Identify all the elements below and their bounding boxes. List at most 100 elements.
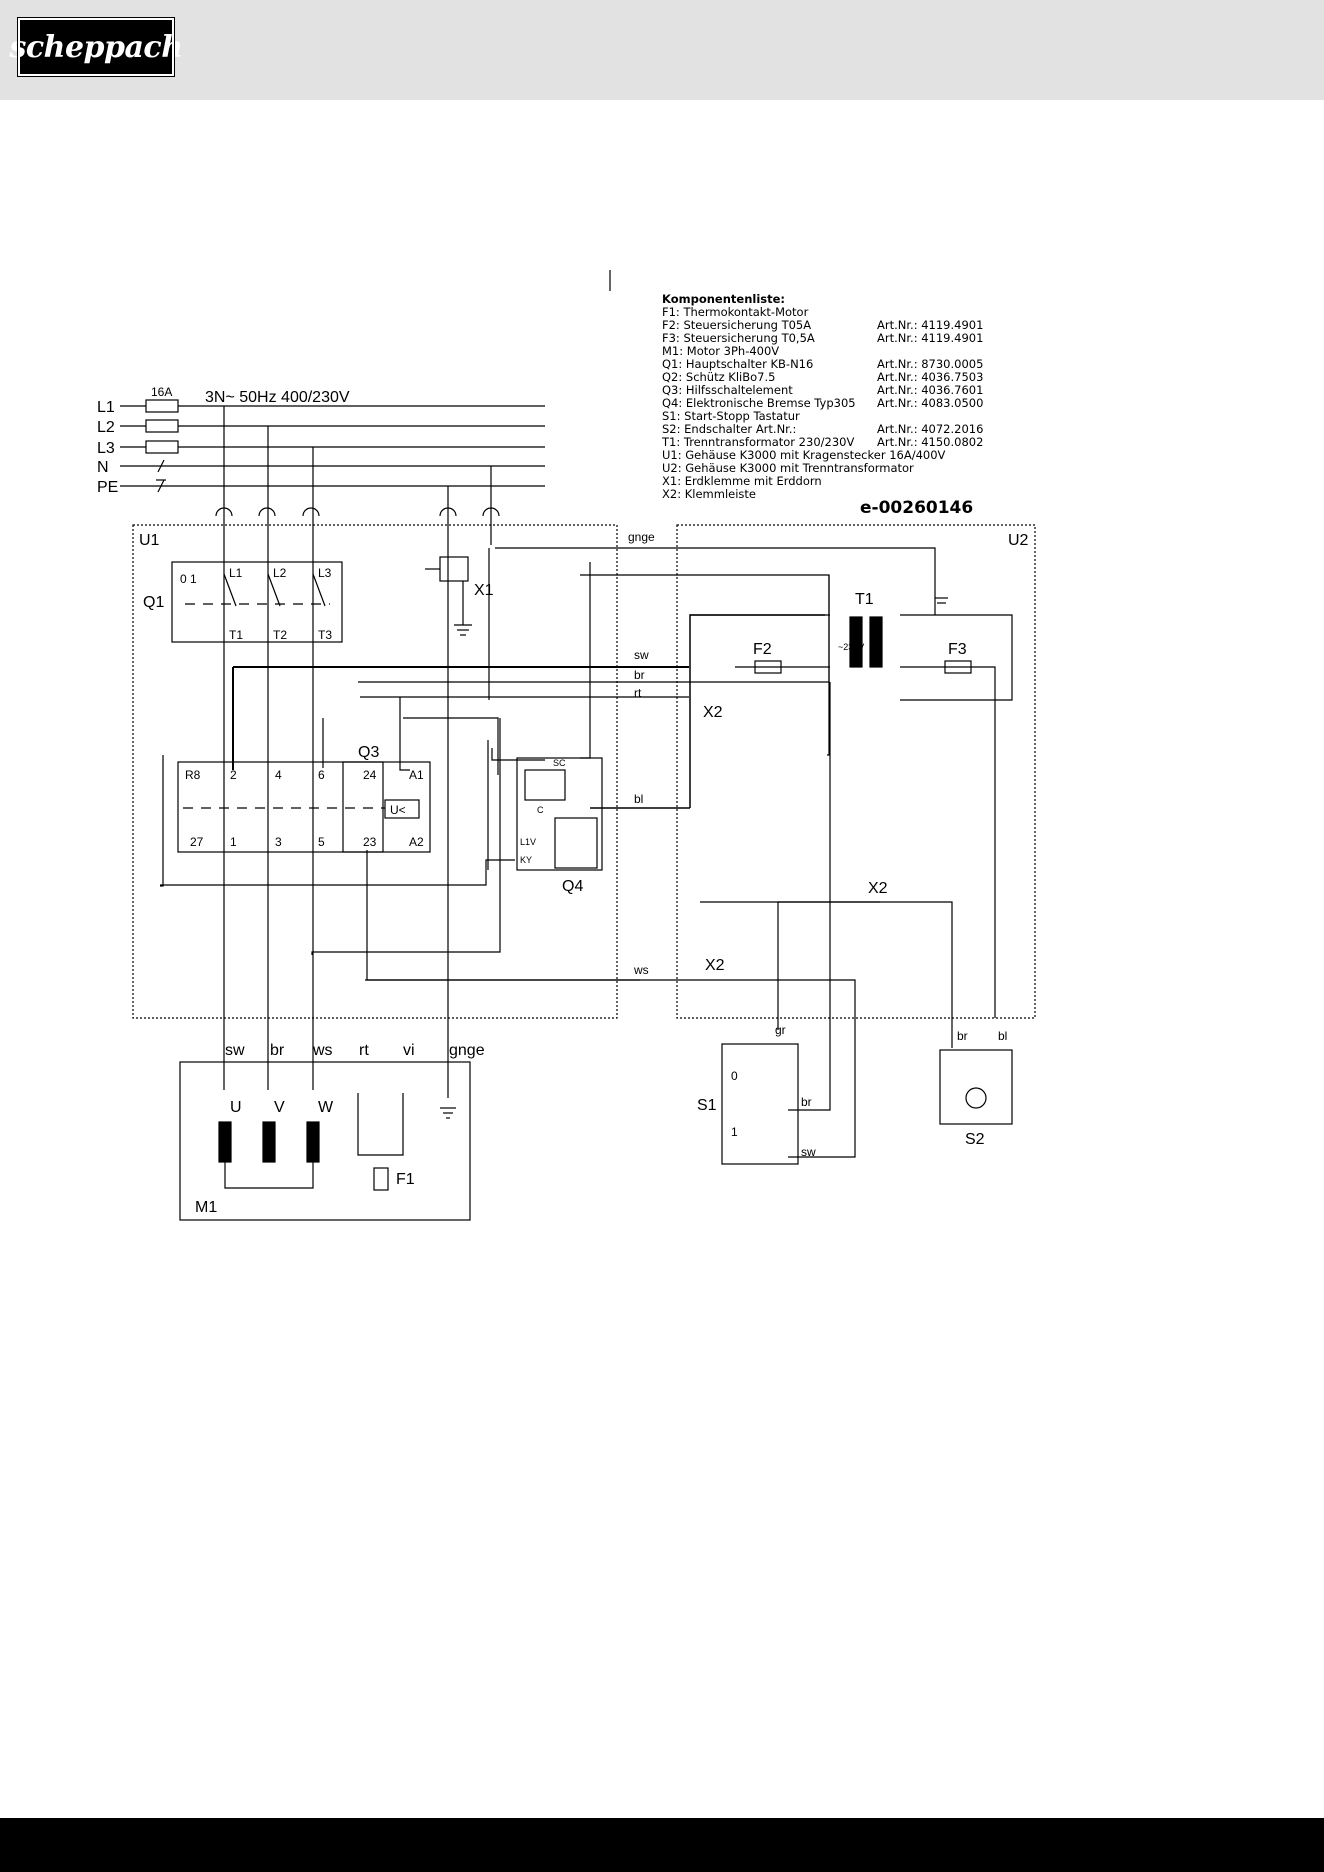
q4-terminal-l1v: L1V <box>520 837 536 847</box>
label-q1: Q1 <box>143 594 164 611</box>
q2-terminal-6: 6 <box>318 768 325 782</box>
logo-text: scheppach <box>9 29 183 65</box>
component-item: Q2: Schütz KliBo7.5 <box>662 370 775 384</box>
q2-terminal-2: 2 <box>230 768 237 782</box>
q1-terminal-l2: L2 <box>273 566 287 580</box>
q2-terminal-3: 3 <box>275 835 282 849</box>
q2-terminal-5: 5 <box>318 835 325 849</box>
label-u1: U1 <box>139 532 160 549</box>
component-art: Art.Nr.: 4036.7601 <box>877 383 983 397</box>
component-art: Art.Nr.: 4119.4901 <box>877 318 983 332</box>
component-art: Art.Nr.: 8730.0005 <box>877 357 983 371</box>
document-code: e-00260146 <box>860 498 973 518</box>
undervoltage-release: U< <box>390 803 406 817</box>
s1-position-1: 1 <box>731 1125 738 1139</box>
label-x2-upper: X2 <box>703 704 723 721</box>
component-art: Art.Nr.: 4119.4901 <box>877 331 983 345</box>
component-item: F3: Steuersicherung T0,5A <box>662 331 815 345</box>
component-item: F1: Thermokontakt-Motor <box>662 305 809 319</box>
q2-terminal-24: 24 <box>363 768 377 782</box>
component-item: S1: Start-Stopp Tastatur <box>662 409 800 423</box>
q4-terminal-sc: SC <box>553 758 566 768</box>
q1-switch-pos: 0 1 <box>180 572 197 586</box>
component-item: M1: Motor 3Ph-400V <box>662 344 779 358</box>
wire-label-ws: ws <box>633 963 649 977</box>
t1-winding-voltage: ~230V <box>838 642 864 652</box>
s2-wire-br: br <box>957 1029 968 1043</box>
wire-label-gnge-top: gnge <box>628 530 655 544</box>
label-x2-middle: X2 <box>868 880 888 897</box>
label-f2: F2 <box>753 641 772 658</box>
q2-terminal-1: 1 <box>230 835 237 849</box>
label-q3: Q3 <box>358 744 379 761</box>
supply-fuse-rating: 16A <box>151 385 172 399</box>
q4-terminal-ky: KY <box>520 855 532 865</box>
component-item: Q3: Hilfsschaltelement <box>662 383 793 397</box>
wire-label-rt: rt <box>634 686 642 700</box>
supply-line-pe: PE <box>97 479 118 496</box>
q1-terminal-l1: L1 <box>229 566 243 580</box>
label-f3: F3 <box>948 641 967 658</box>
motor-wire-vi: vi <box>403 1042 415 1059</box>
q1-terminal-t3: T3 <box>318 628 332 642</box>
component-art: Art.Nr.: 4083.0500 <box>877 396 983 410</box>
motor-wire-gnge: gnge <box>449 1042 485 1059</box>
label-s1: S1 <box>697 1097 717 1114</box>
s2-wire-bl: bl <box>998 1029 1007 1043</box>
supply-line-n: N <box>97 459 109 476</box>
component-item: X2: Klemmleiste <box>662 487 756 501</box>
component-art: Art.Nr.: 4036.7503 <box>877 370 983 384</box>
component-item: U2: Gehäuse K3000 mit Trenntransformator <box>662 461 914 475</box>
supply-spec: 3N~ 50Hz 400/230V <box>205 389 350 406</box>
s1-wire-gr: gr <box>775 1023 786 1037</box>
component-item: F2: Steuersicherung T05A <box>662 318 811 332</box>
motor-wire-ws: ws <box>312 1042 333 1059</box>
page-header: scheppach <box>0 0 1324 100</box>
label-t1: T1 <box>855 591 874 608</box>
motor-wire-sw: sw <box>225 1042 245 1059</box>
motor-terminal-w: W <box>318 1099 334 1116</box>
components-title: Komponentenliste: <box>662 292 785 306</box>
q2-terminal-r8: R8 <box>185 768 201 782</box>
component-item: Q1: Hauptschalter KB-N16 <box>662 357 813 371</box>
components-list: F1: Thermokontakt-Motor F2: Steuersicher… <box>661 305 983 501</box>
s1-wire-sw: sw <box>801 1145 816 1159</box>
scheppach-logo: scheppach <box>9 17 183 77</box>
motor-wire-br: br <box>270 1042 285 1059</box>
component-art: Art.Nr.: 4150.0802 <box>877 435 983 449</box>
component-item: T1: Trenntransformator 230/230V <box>661 435 854 449</box>
label-f1: F1 <box>396 1171 415 1188</box>
label-x2-lower: X2 <box>705 957 725 974</box>
component-item: U1: Gehäuse K3000 mit Kragenstecker 16A/… <box>662 448 946 462</box>
q4-terminal-c: C <box>537 805 544 815</box>
motor-terminal-u: U <box>230 1099 242 1116</box>
q2-terminal-23: 23 <box>363 835 377 849</box>
q1-terminal-l3: L3 <box>318 566 332 580</box>
q2-terminal-4: 4 <box>275 768 282 782</box>
label-q4: Q4 <box>562 878 583 895</box>
motor-terminal-v: V <box>274 1099 285 1116</box>
label-x1: X1 <box>474 582 494 599</box>
label-s2: S2 <box>965 1131 985 1148</box>
q1-terminal-t2: T2 <box>273 628 287 642</box>
wire-label-br: br <box>634 668 645 682</box>
motor-wire-rt: rt <box>359 1042 369 1059</box>
supply-line-l1: L1 <box>97 399 115 416</box>
page-footer <box>0 1818 1324 1872</box>
component-item: X1: Erdklemme mit Erddorn <box>662 474 822 488</box>
supply-line-l2: L2 <box>97 419 115 436</box>
q2-terminal-a1: A1 <box>409 768 424 782</box>
q2-terminal-27: 27 <box>190 835 204 849</box>
supply-line-l3: L3 <box>97 440 115 457</box>
wire-label-bl: bl <box>634 792 643 806</box>
component-item: S2: Endschalter Art.Nr.: <box>662 422 796 436</box>
q1-terminal-t1: T1 <box>229 628 243 642</box>
component-art: Art.Nr.: 4072.2016 <box>877 422 983 436</box>
label-u2: U2 <box>1008 532 1029 549</box>
component-item: Q4: Elektronische Bremse Typ305 <box>662 396 856 410</box>
s1-position-0: 0 <box>731 1069 738 1083</box>
wire-label-sw: sw <box>634 648 649 662</box>
label-m1: M1 <box>195 1199 217 1216</box>
q2-terminal-a2: A2 <box>409 835 424 849</box>
